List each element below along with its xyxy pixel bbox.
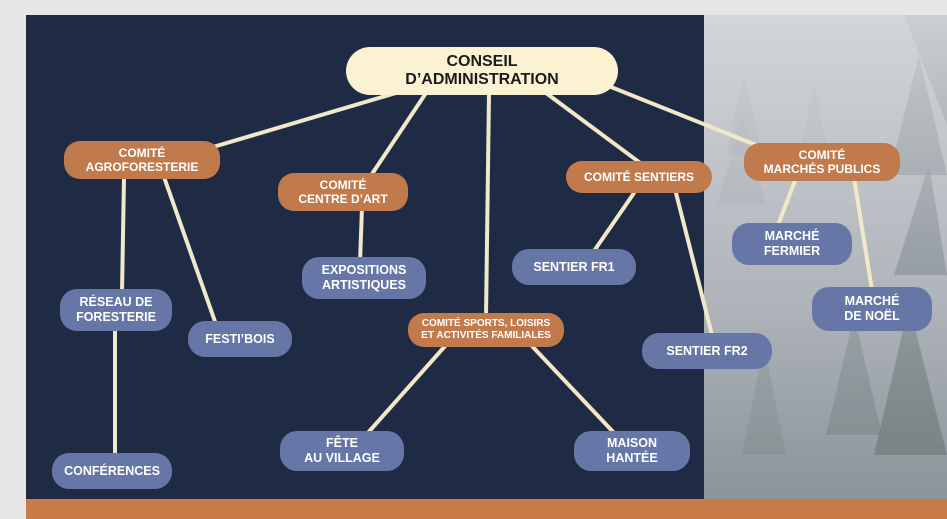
link-sentiers-fr2	[674, 191, 714, 337]
link-agro-reseau	[120, 175, 126, 295]
festibois-node: FESTI’BOIS	[188, 321, 292, 357]
link-marches-noel	[852, 176, 874, 292]
comite-sentiers-node: COMITÉ SENTIERS	[566, 161, 712, 193]
comite-marches-publics-node: COMITÉ MARCHÉS PUBLICS	[744, 143, 900, 181]
link-root-agroforesterie	[184, 88, 408, 157]
link-agro-festibois	[162, 175, 220, 332]
bottom-accent-bar	[26, 499, 947, 519]
marche-fermier-node: MARCHÉ FERMIER	[732, 223, 852, 265]
sentier-fr2-node: SENTIER FR2	[642, 333, 772, 369]
maison-hantee-node: MAISON HANTÉE	[574, 431, 690, 471]
comite-agroforesterie-node: COMITÉ AGROFORESTERIE	[64, 141, 220, 179]
link-sports-fete	[364, 343, 448, 437]
link-root-sports	[484, 91, 491, 319]
sentier-fr1-node: SENTIER FR1	[512, 249, 636, 285]
expositions-artistiques-node: EXPOSITIONS ARTISTIQUES	[302, 257, 426, 299]
link-root-centre-art	[364, 91, 428, 185]
link-art-expositions	[358, 205, 364, 265]
forest-trees-illustration	[704, 15, 947, 499]
link-sports-maison	[529, 343, 618, 437]
conferences-node: CONFÉRENCES	[52, 453, 172, 489]
fete-au-village-node: FÊTE AU VILLAGE	[280, 431, 404, 471]
org-chart-panel: CONSEIL D’ADMINISTRATION COMITÉ AGROFORE…	[26, 15, 947, 519]
comite-centre-art-node: COMITÉ CENTRE D’ART	[278, 173, 408, 211]
marche-de-noel-node: MARCHÉ DE NOËL	[812, 287, 932, 331]
link-root-sentiers	[544, 91, 645, 167]
reseau-foresterie-node: RÉSEAU DE FORESTERIE	[60, 289, 172, 331]
comite-sports-loisirs-node: COMITÉ SPORTS, LOISIRS ET ACTIVITÉS FAMI…	[408, 313, 564, 347]
link-sentiers-fr1	[592, 191, 636, 253]
conseil-administration-node: CONSEIL D’ADMINISTRATION	[346, 47, 618, 95]
link-marches-fermier	[776, 176, 798, 227]
